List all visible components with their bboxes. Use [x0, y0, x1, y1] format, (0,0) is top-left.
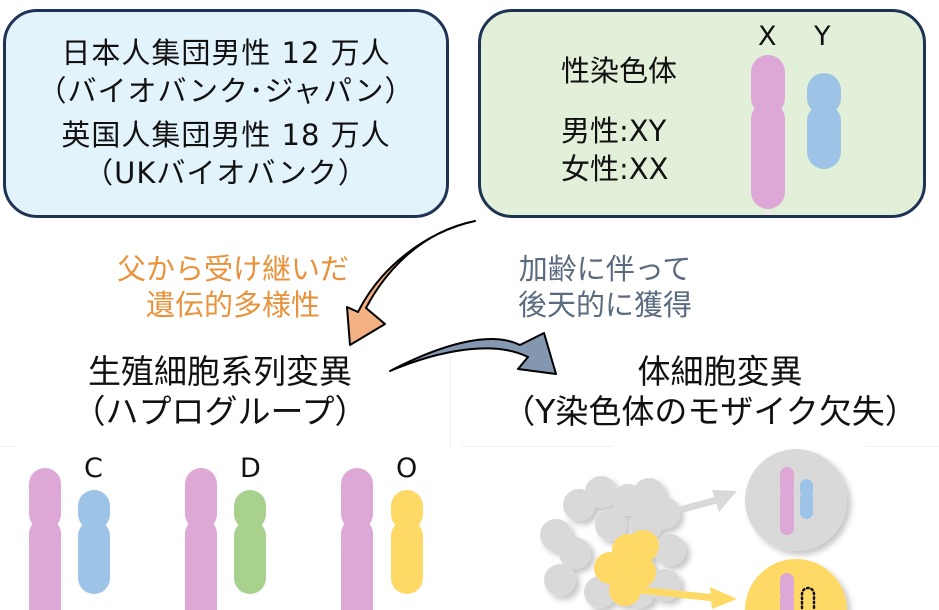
cohort-uk: 英国人集団男性 18 万人: [61, 118, 391, 152]
cohort-japan-source: （バイオバンク･ジャパン）: [37, 74, 415, 108]
acquired-caption-line1: 加齢に伴って: [518, 252, 692, 286]
cell-cluster-icon: [540, 476, 686, 608]
lost-y-cell-icon: [745, 559, 847, 610]
germline-subtitle: （ハプログループ）: [72, 392, 368, 431]
inherited-caption-line1: 父から受け継いだ: [116, 252, 349, 286]
male-genotype: 男性:XY: [561, 114, 667, 148]
inherited-arrow-icon: [346, 220, 476, 346]
lost-y-cell-arrow-icon: [639, 586, 737, 609]
panel-divider: [462, 446, 612, 447]
sex-chromosome-box: 性染色体 男性:XY 女性:XX X Y: [478, 9, 926, 218]
haplogroup-label-o: O: [396, 453, 418, 484]
somatic-subtitle: （Y染色体のモザイク欠失）: [502, 392, 918, 431]
haplogroup-d-chromosomes: [185, 468, 266, 610]
panel-divider: [450, 356, 451, 448]
x-chromosome-icon: [751, 55, 785, 209]
normal-cell-arrow-icon: [679, 490, 737, 514]
inherited-caption-line2: 遺伝的多様性: [145, 288, 320, 322]
sex-chromosome-title: 性染色体: [561, 54, 678, 88]
normal-cell-icon: [745, 449, 847, 551]
haplogroup-o-chromosomes: [341, 468, 423, 610]
cohort-box: 日本人集団男性 12 万人 （バイオバンク･ジャパン） 英国人集団男性 18 万…: [3, 9, 449, 218]
haplogroup-label-c: C: [84, 453, 103, 484]
acquired-arrow-icon: [389, 332, 557, 375]
cohort-uk-source: （UKバイオバンク）: [84, 156, 368, 190]
panel-divider: [865, 446, 939, 447]
cohort-japan: 日本人集団男性 12 万人: [61, 36, 391, 70]
germline-title: 生殖細胞系列変異: [88, 352, 352, 391]
haplogroup-label-d: D: [240, 453, 261, 484]
panel-divider: [0, 446, 16, 447]
y-label: Y: [814, 21, 831, 52]
x-label: X: [758, 21, 777, 52]
acquired-caption-line2: 後天的に獲得: [517, 288, 692, 322]
y-chromosome-icon: [807, 73, 841, 169]
somatic-title: 体細胞変異: [637, 352, 803, 391]
female-genotype: 女性:XX: [561, 152, 669, 186]
haplogroup-c-chromosomes: [29, 468, 110, 610]
